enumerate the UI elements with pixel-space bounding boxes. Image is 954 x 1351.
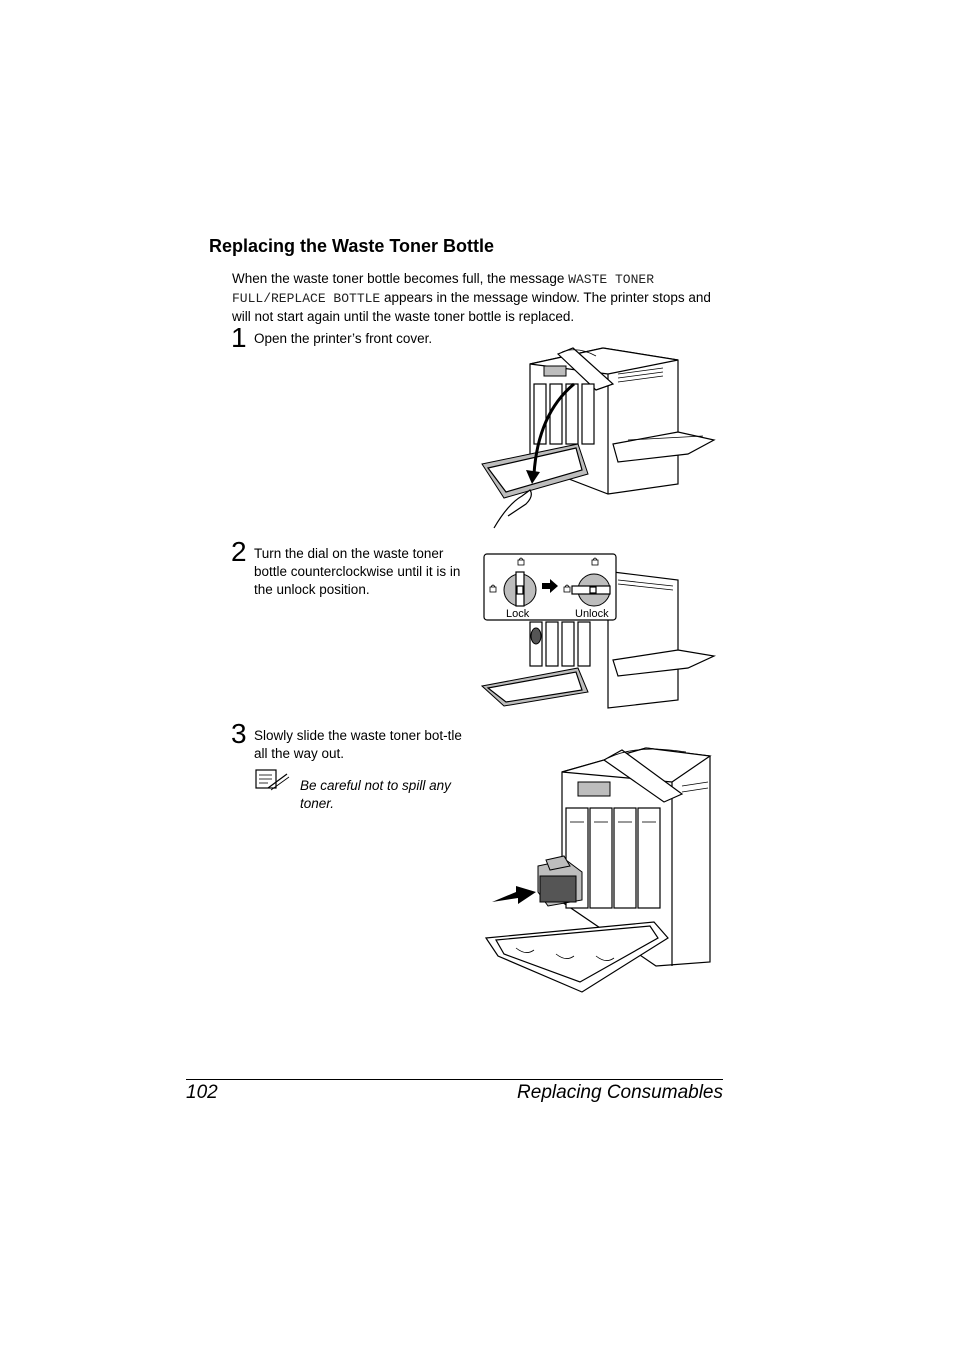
- page-number: 102: [186, 1082, 218, 1103]
- note-text: Be careful not to spill any toner.: [300, 778, 451, 811]
- footer-rule: [186, 1079, 723, 1080]
- message-code: WASTE TONER FULL/REPLACE BOTTLE: [232, 272, 655, 306]
- unlock-label: Unlock: [575, 608, 609, 620]
- note-pencil-icon: [255, 769, 290, 791]
- step-3-number: 3: [231, 718, 247, 749]
- chapter-title: Replacing Consumables: [517, 1082, 723, 1103]
- remove-waste-toner-illustration: [484, 747, 712, 993]
- printer-open-cover-illustration: [481, 347, 716, 529]
- intro-text-after: appears in the message window. The print…: [232, 290, 711, 324]
- intro-paragraph: When the waste toner bottle becomes full…: [232, 270, 722, 326]
- step-1-text: Open the printer’s front cover.: [254, 331, 433, 346]
- intro-text-before: When the waste toner bottle becomes full…: [232, 271, 569, 286]
- step-2-text: Turn the dial on the waste toner bottle …: [254, 546, 461, 597]
- step-2-number: 2: [231, 536, 247, 567]
- step-1-number: 1: [231, 322, 247, 353]
- printer-dial-illustration: Lock Unlock: [480, 553, 717, 709]
- lock-label: Lock: [506, 608, 530, 620]
- section-title: Replacing the Waste Toner Bottle: [209, 236, 495, 256]
- step-3-text: Slowly slide the waste toner bot-tle all…: [254, 728, 462, 761]
